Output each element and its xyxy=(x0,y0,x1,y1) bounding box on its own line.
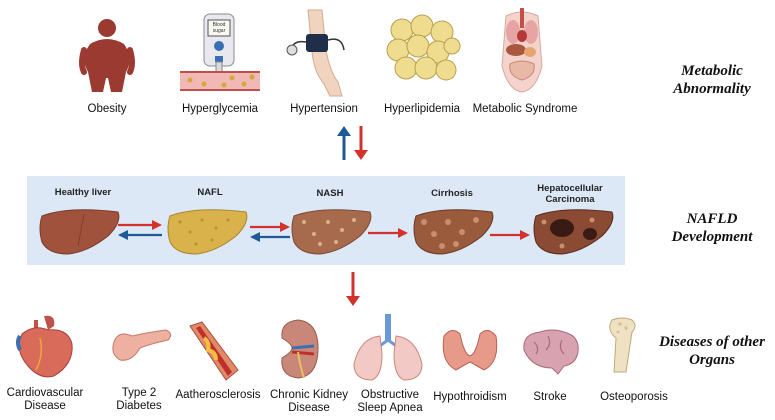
stage-label-cirrhosis: Cirrhosis xyxy=(431,188,473,199)
metabolic-label-hypertension: Hypertension xyxy=(290,103,358,115)
heart-icon xyxy=(16,315,73,378)
nash-liver-icon xyxy=(291,209,372,255)
down-arrow-diseases-icon xyxy=(346,272,360,306)
arrow-nash-to-cirrhosis xyxy=(368,228,408,238)
healthy-liver-icon xyxy=(39,209,120,255)
disease-label-sleep-apnea: Obstructive Sleep Apnea xyxy=(357,389,423,414)
arrow-nafl-to-nash xyxy=(250,222,290,242)
kidney-icon xyxy=(281,319,319,379)
blood-pressure-cuff-icon xyxy=(286,9,345,97)
obese-person-icon xyxy=(79,19,135,92)
disease-label-hypothyroidism: Hypothroidism xyxy=(433,391,507,403)
glucose-meter-icon xyxy=(180,13,260,91)
thyroid-icon xyxy=(442,330,498,371)
fat-cells-icon xyxy=(386,14,461,81)
disease-label-chronic-kidney: Chronic Kidney Disease xyxy=(270,389,348,414)
disease-label-type2-diabetes: Type 2 Diabetes xyxy=(116,387,162,412)
section-label-metabolic: Metabolic Abnormality xyxy=(673,63,751,97)
metabolic-label-obesity: Obesity xyxy=(87,103,127,115)
artery-plaque-icon xyxy=(189,321,239,381)
arrow-healthy-to-nafl xyxy=(118,220,162,240)
stage-label-nash: NASH xyxy=(316,188,344,199)
disease-label-osteoporosis: Osteoporosis xyxy=(600,391,668,403)
glucose-meter-text: Blood sugar xyxy=(212,22,226,34)
stage-label-nafl: NAFL xyxy=(197,187,223,198)
disease-label-cardiovascular: Cardiovascular Disease xyxy=(6,387,84,412)
disease-label-stroke: Stroke xyxy=(533,391,567,403)
stage-label-hcc: Hepatocellular Carcinoma xyxy=(537,183,603,205)
bone-icon xyxy=(609,317,636,373)
pancreas-icon xyxy=(112,329,172,361)
brain-icon xyxy=(523,329,579,375)
metabolic-label-hyperglycemia: Hyperglycemia xyxy=(181,103,259,115)
torso-organs-icon xyxy=(501,8,543,93)
nafl-liver-icon xyxy=(167,209,248,255)
metabolic-label-hyperlipidemia: Hyperlipidemia xyxy=(383,103,461,115)
hcc-liver-icon xyxy=(533,209,614,255)
down-arrow-icon xyxy=(354,126,368,160)
arrow-cirrhosis-to-hcc xyxy=(490,230,530,240)
up-arrow-icon xyxy=(337,126,351,160)
disease-label-atherosclerosis: Aatherosclerosis xyxy=(175,389,261,401)
section-label-nafld: NAFLD Development xyxy=(671,211,753,245)
metabolic-label-metabolic-syndrome: Metabolic Syndrome xyxy=(472,103,578,115)
lungs-icon xyxy=(353,314,423,381)
stage-label-healthy: Healthy liver xyxy=(54,187,112,198)
cirrhosis-liver-icon xyxy=(413,209,494,255)
section-label-diseases: Diseases of other Organs xyxy=(659,334,765,368)
